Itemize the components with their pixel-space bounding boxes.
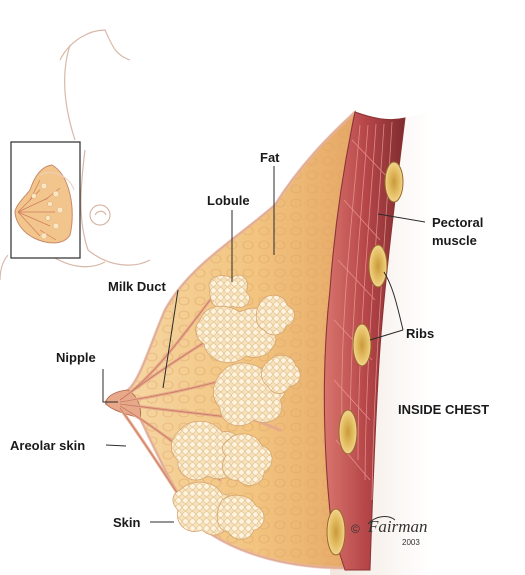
artist-signature: © Fairman 2003: [351, 516, 428, 547]
rib: [368, 244, 388, 288]
label-pectoral-muscle-line1: Pectoral: [432, 215, 483, 230]
muscle-fibers: [333, 121, 393, 501]
ribs: [326, 161, 404, 556]
label-lobule: Lobule: [207, 193, 250, 208]
signature-name: Fairman: [367, 517, 428, 536]
rib: [326, 508, 346, 556]
rib: [384, 161, 404, 203]
skin-edge: [126, 110, 357, 392]
label-nipple: Nipple: [56, 350, 96, 365]
label-skin: Skin: [113, 515, 141, 530]
label-ribs: Ribs: [406, 326, 434, 341]
lobules: [171, 274, 301, 540]
leader-lines: [102, 166, 426, 523]
rib: [352, 323, 372, 367]
label-inside-chest: INSIDE CHEST: [398, 402, 489, 417]
rib: [338, 409, 358, 455]
label-fat: Fat: [260, 150, 280, 165]
label-milk-duct: Milk Duct: [108, 279, 166, 294]
label-pectoral-muscle-line2: muscle: [432, 233, 477, 248]
signature-copyright: ©: [351, 522, 360, 536]
label-areolar-skin: Areolar skin: [10, 438, 85, 453]
signature-year: 2003: [402, 538, 420, 547]
thumbnail-inset: [10, 141, 81, 259]
